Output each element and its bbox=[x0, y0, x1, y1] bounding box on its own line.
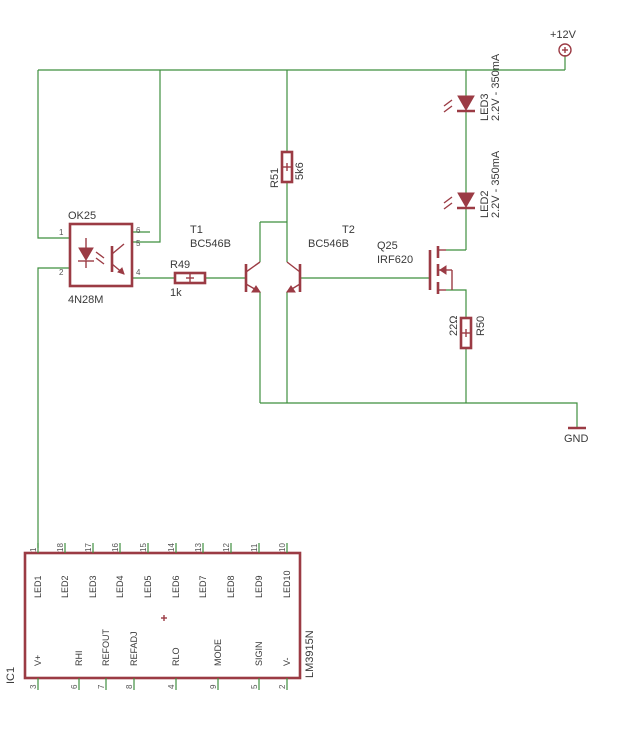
t2-name: T2 bbox=[342, 224, 355, 236]
ic1-pin-number: 1 bbox=[29, 547, 38, 552]
ok25-pin-5: 5 bbox=[136, 239, 141, 248]
ic1-pin-number: 8 bbox=[125, 684, 134, 689]
ic1-pin-label: LED2 bbox=[60, 575, 70, 598]
transistor-t1: T1 BC546B bbox=[190, 224, 261, 293]
ok25-pin-1: 1 bbox=[59, 228, 64, 237]
ic1-pin-label: LED7 bbox=[198, 575, 208, 598]
optocoupler-ok25: OK25 4N28M 1 2 4 5 6 bbox=[59, 210, 141, 306]
wires bbox=[37, 55, 578, 548]
ic1-pin-number: 17 bbox=[84, 543, 93, 552]
ic1-pin-label: MODE bbox=[213, 639, 223, 666]
ic1-pin-number: 9 bbox=[209, 684, 218, 689]
ic1-pin-label: LED9 bbox=[254, 575, 264, 598]
ic1-pin-label: SIGIN bbox=[254, 641, 264, 666]
ic1-pin-label: LED3 bbox=[88, 575, 98, 598]
ok25-pin-4: 4 bbox=[136, 268, 141, 277]
ic1-pin-label: V+ bbox=[33, 655, 43, 666]
ic1-pin-label: LED5 bbox=[143, 575, 153, 598]
vcc-label: +12V bbox=[550, 29, 577, 41]
ic1-pin-label: LED1 bbox=[33, 575, 43, 598]
gnd-symbol: GND bbox=[564, 426, 589, 445]
r50-name: R50 bbox=[475, 316, 487, 336]
ic1-pin-number: 18 bbox=[56, 543, 65, 552]
r50-value: 22Ω bbox=[448, 316, 460, 336]
ic1-pin-number: 4 bbox=[167, 684, 176, 689]
transistor-t2: T2 BC546B bbox=[286, 224, 355, 293]
q25-name: Q25 bbox=[377, 240, 398, 252]
ic1-pin-number: 7 bbox=[97, 684, 106, 689]
r51-name: R51 bbox=[269, 168, 281, 188]
q25-value: IRF620 bbox=[377, 254, 413, 266]
ic1-pin-number: 11 bbox=[250, 543, 259, 552]
led3-name: LED3 bbox=[479, 93, 491, 121]
gnd-label: GND bbox=[564, 433, 589, 445]
ic1-pin-number: 15 bbox=[139, 543, 148, 552]
ic1-pin-label: REFOUT bbox=[101, 629, 111, 667]
ic1-pin-label: REFADJ bbox=[129, 631, 139, 666]
ok25-pin-6: 6 bbox=[136, 226, 141, 235]
ic1-pin-number: 10 bbox=[278, 543, 287, 552]
vcc-symbol: +12V bbox=[550, 29, 577, 57]
ic1-pin-label: LED8 bbox=[226, 575, 236, 598]
ic1-pin-number: 3 bbox=[29, 684, 38, 689]
t2-value: BC546B bbox=[308, 238, 349, 250]
ic1-pin-number: 5 bbox=[250, 684, 259, 689]
ic1-pin-number: 16 bbox=[111, 543, 120, 552]
resistor-r49: R49 1k bbox=[170, 259, 207, 299]
ic1-pin-number: 2 bbox=[278, 684, 287, 689]
mosfet-q25: Q25 IRF620 bbox=[377, 240, 453, 294]
r51-value: 5k6 bbox=[294, 162, 306, 180]
ic1-pin-label: V- bbox=[282, 657, 292, 666]
t1-name: T1 bbox=[190, 224, 203, 236]
led3-value: 2.2V - 350mA bbox=[490, 53, 502, 121]
ic1-pin-label: RLO bbox=[171, 647, 181, 666]
ok25-pin-2: 2 bbox=[59, 268, 64, 277]
t1-value: BC546B bbox=[190, 238, 231, 250]
ic1-name: IC1 bbox=[5, 667, 17, 684]
r49-value: 1k bbox=[170, 287, 182, 299]
resistor-r51: R51 5k6 bbox=[269, 150, 306, 188]
led2-name: LED2 bbox=[479, 190, 491, 218]
ic1-pin-label: RHI bbox=[74, 651, 84, 667]
ic1-pin-number: 13 bbox=[194, 543, 203, 552]
ok25-value: 4N28M bbox=[68, 294, 103, 306]
resistor-r50: 22Ω R50 bbox=[448, 316, 487, 350]
r49-name: R49 bbox=[170, 259, 190, 271]
ic1-pin-label: LED10 bbox=[282, 570, 292, 598]
ic1-pin-label: LED6 bbox=[171, 575, 181, 598]
ic1-pin-number: 12 bbox=[222, 543, 231, 552]
ok25-name: OK25 bbox=[68, 210, 96, 222]
led-led2: LED2 2.2V - 350mA bbox=[443, 150, 502, 218]
ic1-pin-number: 6 bbox=[70, 684, 79, 689]
led2-value: 2.2V - 350mA bbox=[490, 150, 502, 218]
ic1-pin-label: LED4 bbox=[115, 575, 125, 598]
ic1-value: LM3915N bbox=[304, 630, 316, 678]
led-led3: LED3 2.2V - 350mA bbox=[443, 53, 502, 121]
ic1-pin-number: 14 bbox=[167, 543, 176, 552]
